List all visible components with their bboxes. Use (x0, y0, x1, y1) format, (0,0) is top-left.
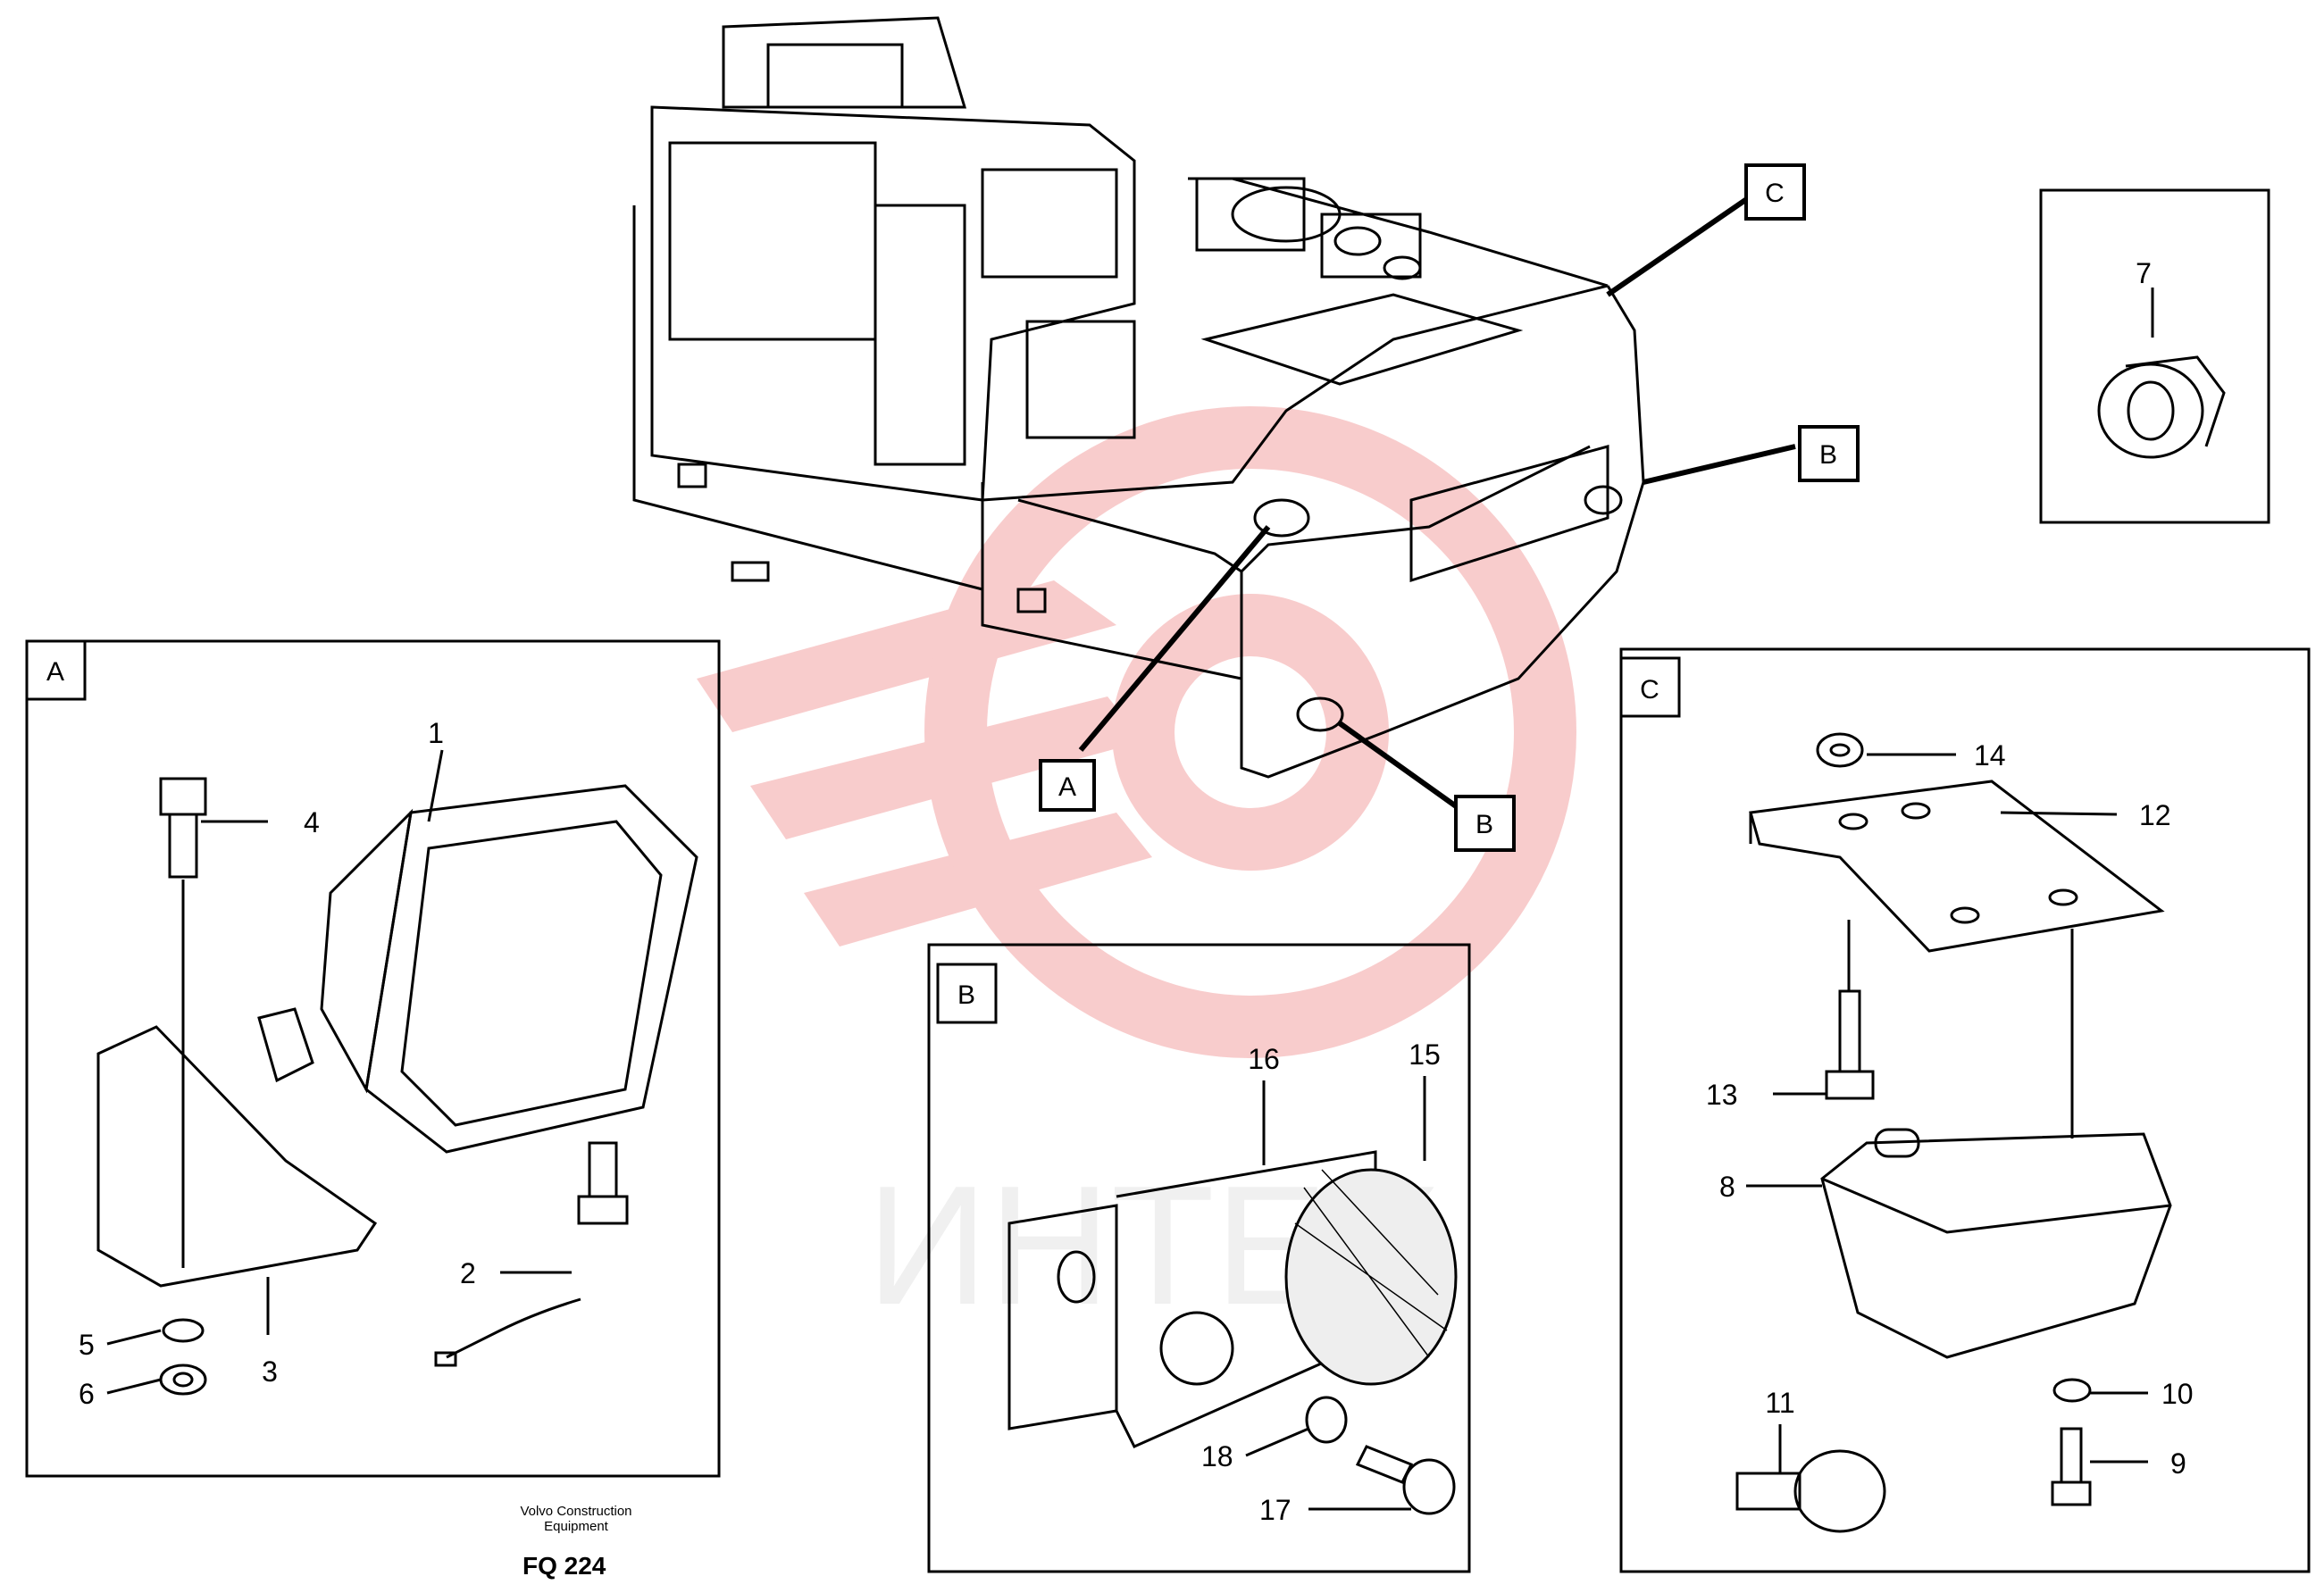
callout-box-b-lower: B (1454, 795, 1516, 852)
callout-leaders (1078, 194, 1796, 815)
label-1: 1 (428, 717, 444, 749)
diagram-code: FQ 224 (522, 1552, 606, 1580)
label-9: 9 (2170, 1447, 2186, 1480)
leaders-c (1746, 753, 2148, 1473)
label-2: 2 (460, 1257, 476, 1289)
label-4: 4 (304, 806, 320, 838)
work-lamp (257, 784, 698, 1154)
svg-text:A: A (1058, 772, 1076, 802)
callout-box-b-upper: B (1798, 425, 1860, 482)
svg-text:C: C (1765, 179, 1785, 208)
nut-14 (1816, 732, 1864, 768)
washer-5 (162, 1318, 205, 1343)
label-5: 5 (79, 1329, 95, 1361)
nut-6 (159, 1364, 207, 1396)
credit-line-1: Volvo Construction (520, 1504, 632, 1519)
screw-9 (2051, 1427, 2092, 1506)
mounting-plate-12 (1749, 780, 2165, 953)
panel-b: B 16 15 18 17 (927, 943, 1471, 1573)
label-17: 17 (1259, 1494, 1292, 1526)
screw-13 (1825, 920, 1875, 1100)
label-18: 18 (1201, 1440, 1233, 1472)
svg-text:B: B (957, 980, 975, 1010)
label-12: 12 (2139, 799, 2171, 831)
leaders-b (1245, 1076, 1426, 1511)
callout-box-c: C (1744, 163, 1806, 221)
label-14: 14 (1974, 739, 2006, 771)
label-6: 6 (79, 1378, 95, 1410)
lamp-housing-8 (1820, 929, 2172, 1359)
lamp-bracket (96, 1025, 378, 1288)
bulb-11 (1735, 1449, 1886, 1533)
credit-line-2: Equipment (544, 1519, 608, 1534)
label-16: 16 (1248, 1043, 1280, 1075)
panel-c: C (1619, 647, 2311, 1573)
panel-a: A (25, 639, 721, 1478)
washer-18 (1305, 1396, 1348, 1444)
svg-text:C: C (1640, 675, 1659, 705)
reflector-15 (1284, 1168, 1458, 1386)
screw-17 (1355, 1445, 1456, 1515)
svg-text:B: B (1819, 440, 1837, 470)
manufacturer-credit: Volvo Construction Equipment (464, 1504, 688, 1534)
svg-text:B: B (1475, 810, 1493, 839)
excavator-upper-structure (632, 16, 1645, 779)
callout-box-a: A (1039, 759, 1096, 812)
label-13: 13 (1706, 1079, 1738, 1111)
leaders-a (106, 749, 572, 1395)
label-15: 15 (1409, 1038, 1441, 1071)
label-3: 3 (262, 1355, 278, 1388)
label-10: 10 (2161, 1378, 2194, 1410)
inset-part-7: 7 (2039, 188, 2270, 524)
label-7: 7 (2136, 257, 2152, 289)
svg-text:A: A (46, 657, 64, 687)
bulb-2 (434, 1141, 629, 1367)
label-11: 11 (1765, 1387, 1794, 1419)
washer-10 (2052, 1378, 2092, 1403)
bolt-4 (159, 777, 207, 1268)
label-8: 8 (1719, 1171, 1735, 1203)
